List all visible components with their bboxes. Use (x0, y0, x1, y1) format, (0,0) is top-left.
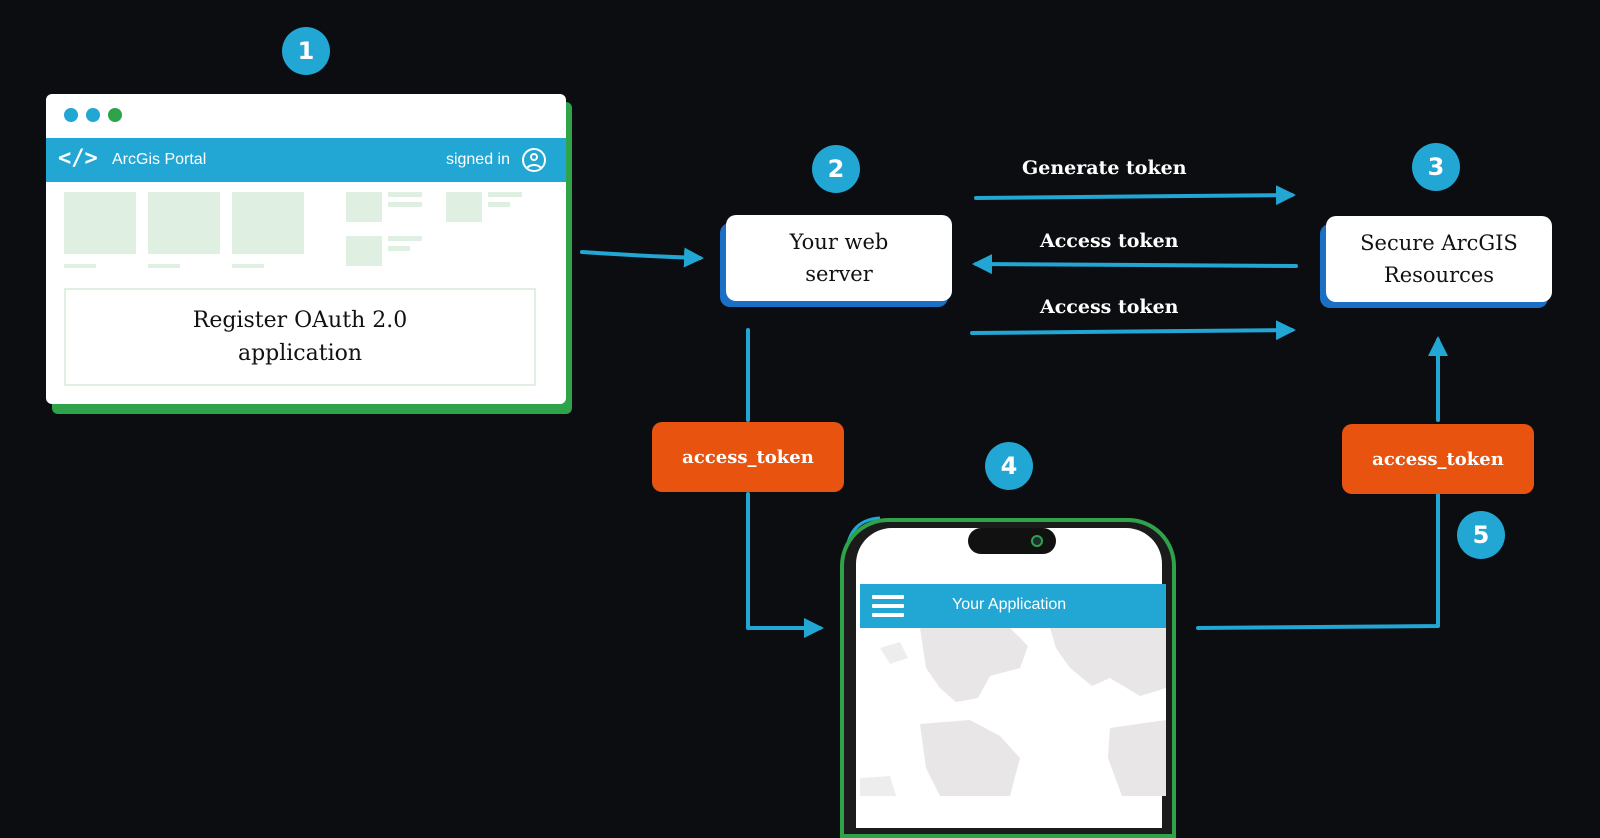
web-server-box: Your web server (726, 215, 952, 301)
access-token-back-arrow (972, 254, 1298, 275)
placeholder-line (388, 246, 410, 251)
generate-token-label: Generate token (1022, 157, 1187, 179)
access-token-forward-label: Access token (1040, 296, 1179, 318)
step-2-badge: 2 (812, 145, 860, 193)
placeholder-tile (346, 236, 382, 266)
placeholder-tile (64, 192, 136, 254)
step-5-badge: 5 (1457, 511, 1505, 559)
portal-header: </> ArcGis Portal signed in (46, 138, 566, 182)
window-dot-blue-1 (64, 108, 78, 122)
placeholder-line (64, 264, 96, 268)
app-to-token-line (1196, 492, 1440, 630)
portal-window: </> ArcGis Portal signed in Register OAu… (46, 94, 566, 404)
world-map[interactable] (860, 628, 1166, 796)
access-token-back-label: Access token (1040, 230, 1179, 252)
access-token-forward-arrow (970, 320, 1296, 341)
register-app-box: Register OAuth 2.0 application (64, 288, 536, 386)
step-3-badge: 3 (1412, 143, 1460, 191)
map-landmass (860, 628, 1166, 796)
placeholder-line (232, 264, 264, 268)
placeholder-tile (148, 192, 220, 254)
placeholder-line (388, 192, 422, 197)
placeholder-line (488, 202, 510, 207)
generate-token-arrow (974, 185, 1296, 206)
hamburger-menu-icon[interactable] (872, 595, 904, 617)
code-icon: </> (58, 146, 98, 171)
step-1-badge: 1 (282, 27, 330, 75)
user-icon (522, 148, 546, 172)
placeholder-line (148, 264, 180, 268)
placeholder-tile (232, 192, 304, 254)
portal-title: ArcGis Portal (112, 151, 207, 168)
app-header: Your Application (860, 584, 1166, 628)
placeholder-line (388, 236, 422, 241)
app-title: Your Application (952, 596, 1067, 613)
portal-to-server-arrow (580, 247, 704, 268)
register-app-label: Register OAuth 2.0 application (192, 308, 408, 366)
placeholder-tile (346, 192, 382, 222)
secure-resources-label: Secure ArcGIS Resources (1360, 231, 1518, 287)
window-dot-blue-2 (86, 108, 100, 122)
secure-resources-box: Secure ArcGIS Resources (1326, 216, 1552, 302)
token-to-app-arrow (746, 492, 824, 638)
access-token-badge-left: access_token (652, 422, 844, 492)
window-dot-green (108, 108, 122, 122)
step-4-badge: 4 (985, 442, 1033, 490)
placeholder-line (388, 202, 422, 207)
web-server-label: Your web server (789, 230, 889, 286)
signed-in-status: signed in (445, 151, 510, 168)
camera-icon (1031, 535, 1043, 547)
placeholder-line (488, 192, 522, 197)
placeholder-tile (446, 192, 482, 222)
access-token-badge-right: access_token (1342, 424, 1534, 494)
